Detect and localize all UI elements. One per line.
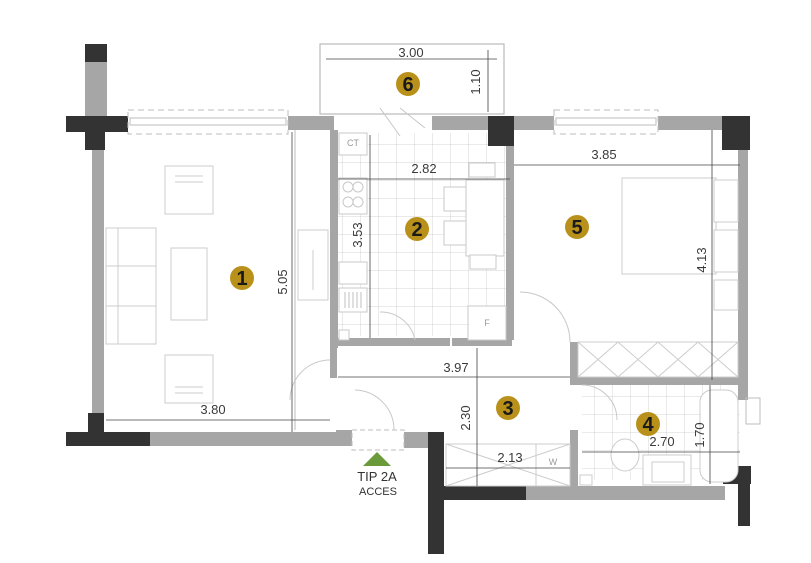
room-badge-3[interactable]: 3 [496,396,520,420]
dim-hall-depth: 2.30 [458,405,473,430]
balcony-outline [319,43,505,115]
dim-kitchen-depth: 3.53 [350,222,365,247]
walls-light [85,58,748,500]
dim-living-depth: 5.05 [275,269,290,294]
entry-closet [445,443,571,487]
dim-bath-width: 2.70 [649,434,674,449]
svg-text:5: 5 [571,217,582,239]
room-badge-4[interactable]: 4 [636,412,660,436]
door-arcs [289,107,618,431]
room-badge-6[interactable]: 6 [396,72,420,96]
label-ct: CT [347,138,359,148]
dim-balcony-depth: 1.10 [468,69,483,94]
svg-text:6: 6 [402,74,413,96]
room-badge-2[interactable]: 2 [405,217,429,241]
label-fridge: F [484,318,490,328]
room-badge-5[interactable]: 5 [565,215,589,239]
living-furniture [105,130,329,430]
kitchen-fixtures [338,132,507,341]
bedroom-furniture [577,177,739,378]
dim-bedroom-depth: 4.13 [694,247,709,272]
access-label: ACCES [359,486,397,498]
dim-closet-width: 2.13 [497,450,522,465]
windows [127,109,761,451]
svg-text:3: 3 [502,398,513,420]
dimension-lines [106,130,740,486]
label-washer: W [549,457,558,467]
dimension-labels: 3.00 1.10 2.82 3.53 3.85 4.13 5.05 3.80 … [200,45,709,465]
bathroom-fixtures [579,389,739,486]
walls-dark [66,44,751,554]
access-marker: TIP 2A ACCES [357,452,397,498]
dim-living-width: 3.80 [200,402,225,417]
svg-text:1: 1 [236,268,247,290]
sink-drainer [344,292,362,308]
svg-text:4: 4 [642,414,654,436]
room-badge-1[interactable]: 1 [230,266,254,290]
svg-text:2: 2 [411,219,422,241]
type-label: TIP 2A [357,469,397,484]
dim-bath-depth: 1.70 [692,422,707,447]
access-arrow-icon [363,452,391,466]
dim-balcony-width: 3.00 [398,45,423,60]
dim-bedroom-width: 3.85 [591,147,616,162]
dim-kitchen-width: 2.82 [411,161,436,176]
dim-hall-width: 3.97 [443,360,468,375]
